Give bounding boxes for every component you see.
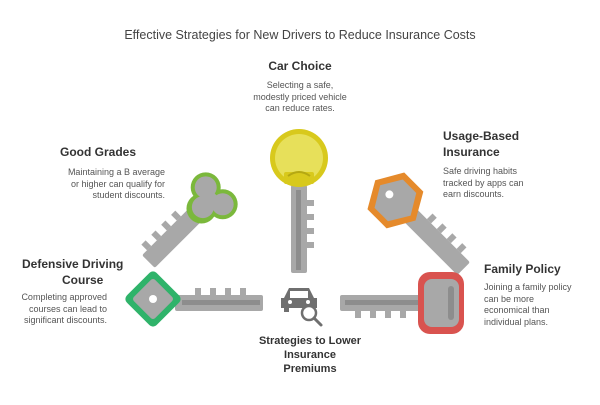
- car-choice-heading: Car Choice: [268, 59, 332, 73]
- family-policy-key: [340, 272, 464, 334]
- car-search-icon: [281, 288, 323, 327]
- defensive-driving-description: Completing approved courses can lead to …: [21, 292, 107, 325]
- center-label: Strategies to Lower Insurance Premiums: [258, 335, 362, 375]
- usage-based-key: [367, 172, 470, 275]
- family-policy-heading: Family Policy: [484, 262, 561, 276]
- defensive-driving-key-head: [125, 271, 181, 327]
- family-policy-description: Joining a family policy can be more econ…: [484, 282, 572, 327]
- family-policy-key-head: [418, 272, 464, 334]
- car-choice-key-head: [270, 129, 328, 187]
- good-grades-heading: Good Grades: [60, 145, 137, 159]
- usage-based-description: Safe driving habits tracked by apps can …: [443, 166, 524, 199]
- good-grades-key: [141, 172, 238, 268]
- usage-based-heading: Usage-Based Insurance: [443, 129, 520, 159]
- usage-based-key-head: [367, 172, 424, 229]
- defensive-driving-heading: Defensive Driving Course: [22, 257, 124, 287]
- good-grades-key-head: [186, 172, 238, 224]
- car-choice-description: Selecting a safe, modestly priced vehicl…: [253, 80, 347, 113]
- defensive-driving-key: [125, 271, 263, 327]
- diagram-title: Effective Strategies for New Drivers to …: [124, 28, 476, 42]
- good-grades-description: Maintaining a B average or higher can qu…: [67, 167, 165, 200]
- car-choice-key: [270, 129, 328, 273]
